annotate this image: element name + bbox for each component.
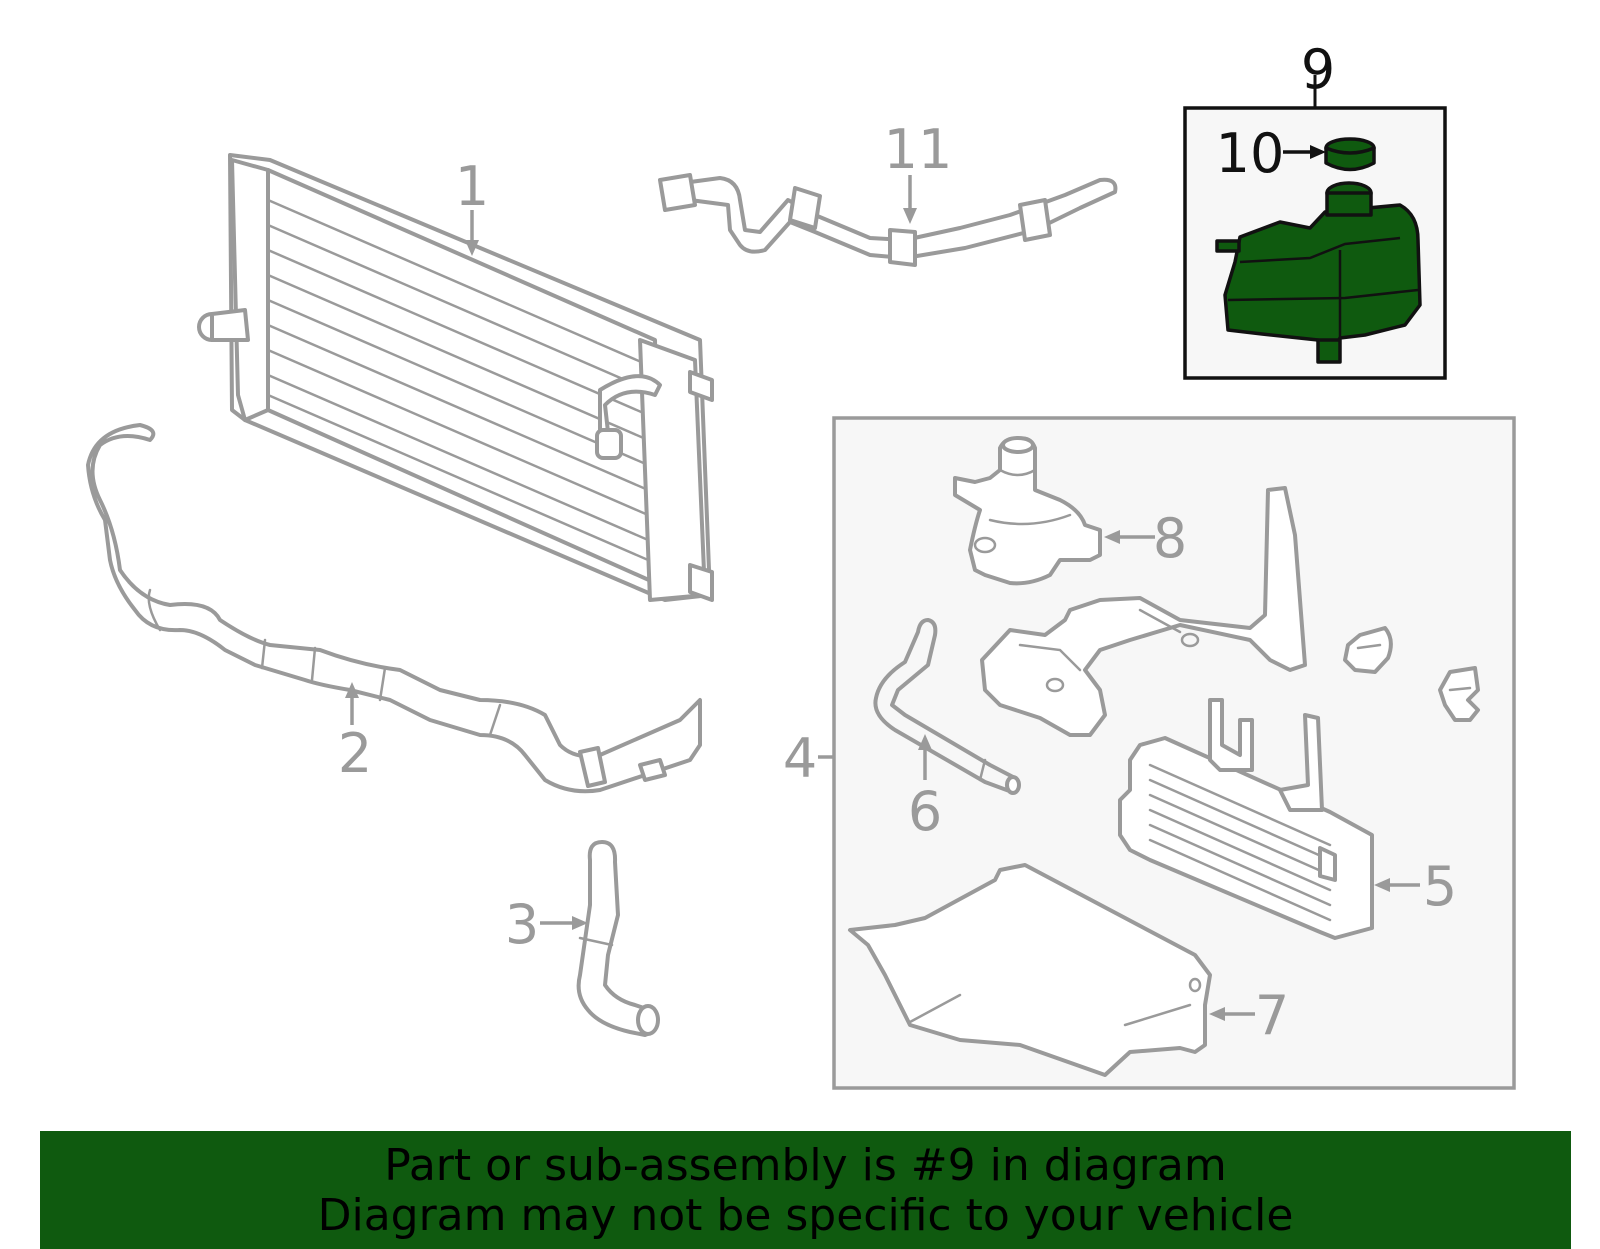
parts-diagram: 1 2 3 4 5 6 7 8 9 10 11 [86, 38, 1516, 1090]
clip-b[interactable] [1438, 666, 1480, 722]
part-9-reservoir-box[interactable] [1183, 75, 1447, 380]
callout-11: 11 [884, 118, 953, 181]
callout-4: 4 [783, 727, 817, 790]
part-7-undercover[interactable] [848, 863, 1212, 1077]
part-6-pipe[interactable] [873, 618, 1021, 795]
callout-5: 5 [1423, 855, 1457, 918]
part-5-cooler[interactable] [1118, 698, 1374, 940]
part-1-radiator[interactable] [197, 153, 714, 602]
bracket[interactable] [980, 486, 1307, 737]
callout-1: 1 [455, 155, 489, 218]
banner-line-1: Part or sub-assembly is #9 in diagram [384, 1140, 1227, 1191]
part-3-hose[interactable] [576, 840, 660, 1037]
callout-9: 9 [1301, 38, 1335, 101]
callout-arrows [345, 145, 1420, 1021]
clip-a[interactable] [1343, 626, 1393, 674]
callout-8: 8 [1153, 507, 1187, 570]
callout-2: 2 [338, 722, 372, 785]
info-banner: Part or sub-assembly is #9 in diagram Di… [40, 1131, 1571, 1249]
callout-6: 6 [908, 780, 942, 843]
part-2-hose[interactable] [86, 423, 702, 794]
part-11-hose-assembly[interactable] [658, 173, 1118, 267]
callout-7: 7 [1255, 984, 1289, 1047]
callout-3: 3 [505, 893, 539, 956]
callout-10: 10 [1216, 122, 1285, 185]
banner-line-2: Diagram may not be specific to your vehi… [317, 1190, 1294, 1241]
part-8-pump[interactable] [953, 436, 1102, 586]
